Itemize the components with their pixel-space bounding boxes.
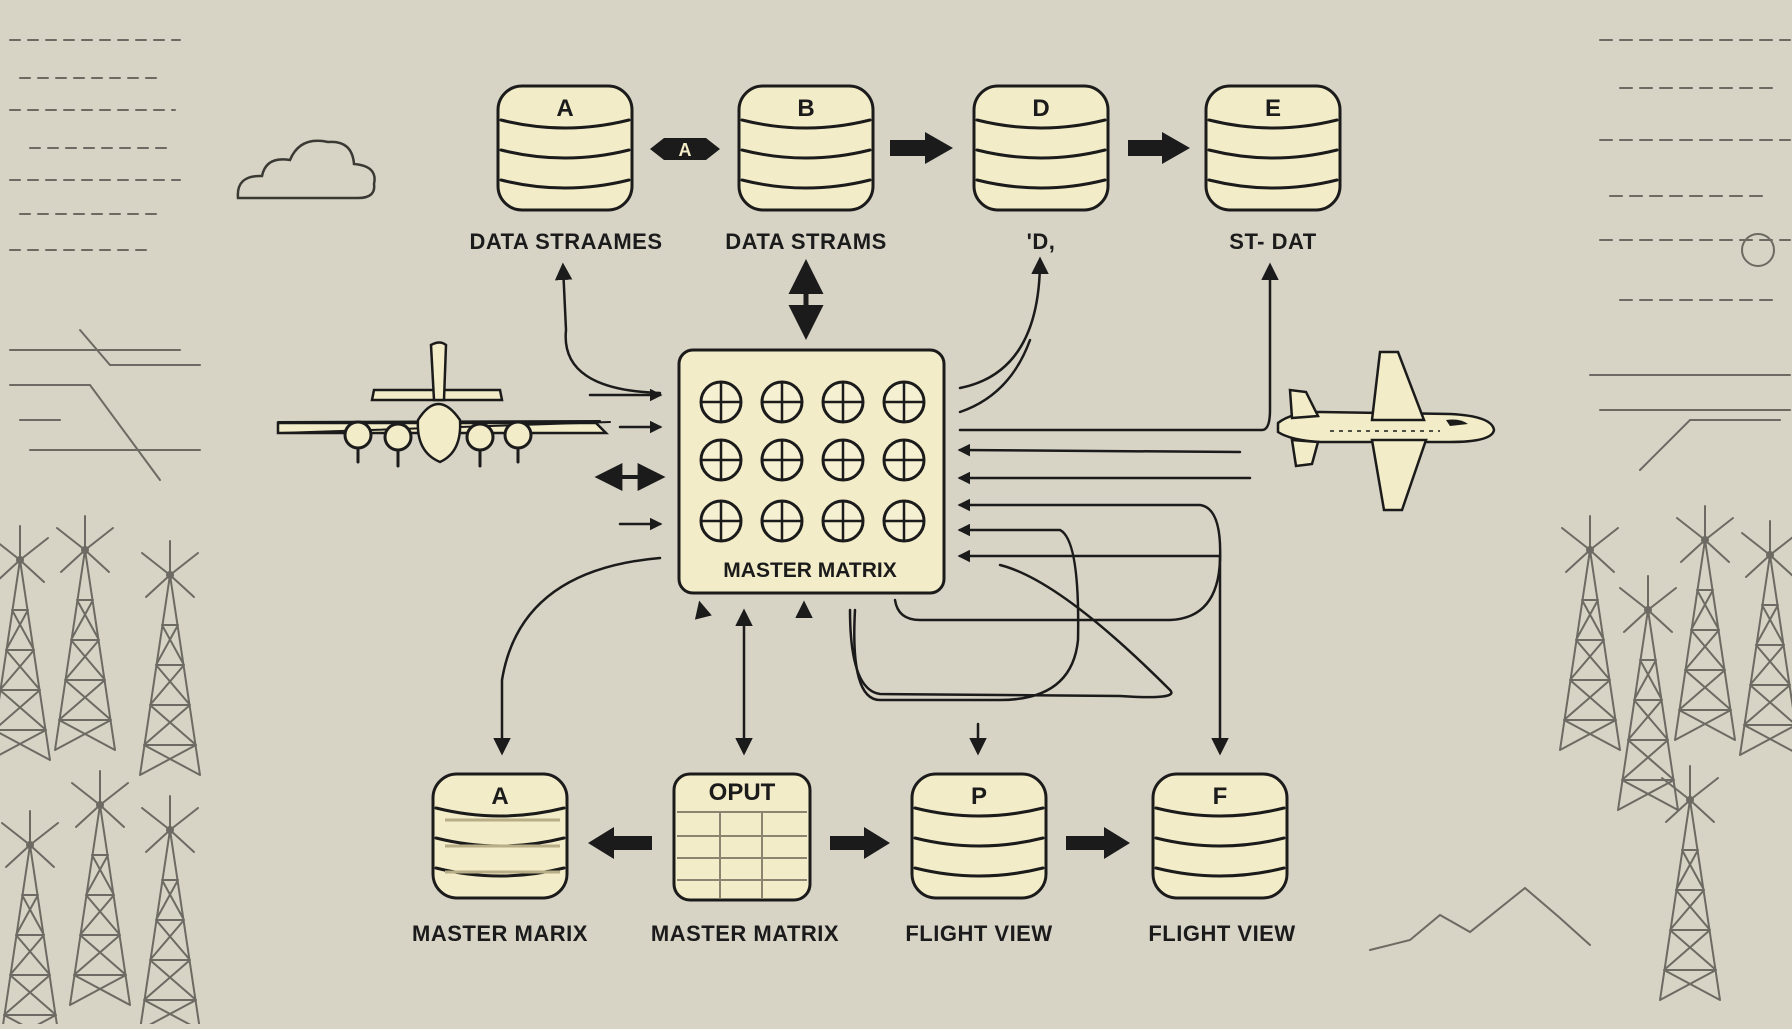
left-margin-sketches (0, 39, 201, 1029)
left-towers (0, 515, 201, 776)
table-node-output: OPUT MASTER MATRIX (651, 772, 839, 946)
matrix-label: MASTER MATRIX (723, 559, 896, 582)
node-caption: ST- DAT (1229, 229, 1316, 254)
top-connectors: A (650, 132, 1190, 164)
arrow-d-e (1128, 132, 1190, 164)
node-letter: D (1032, 95, 1049, 122)
arrow-label: A (679, 140, 692, 160)
node-caption: FLIGHT VIEW (905, 921, 1052, 946)
node-caption: 'D, (1027, 229, 1056, 254)
node-letter: P (971, 783, 987, 810)
propeller-airplane-icon (276, 341, 611, 468)
arrow-b-d (890, 132, 953, 164)
mountain-icon (1369, 886, 1591, 951)
right-margin-sketches (1369, 39, 1792, 1001)
node-caption: DATA STRAMS (725, 229, 887, 254)
node-caption: DATA STRAAMES (469, 229, 662, 254)
double-arrow-a-b: A (650, 138, 720, 160)
node-letter: OPUT (709, 779, 776, 806)
jet-airplane-icon (1276, 350, 1496, 512)
node-letter: A (556, 95, 573, 122)
node-caption: FLIGHT VIEW (1148, 921, 1295, 946)
database-node-a: A DATA STRAAMES (469, 84, 662, 254)
database-node-b: B DATA STRAMS (725, 84, 887, 254)
database-node-d: D 'D, (972, 84, 1110, 254)
database-node-e: E ST- DAT (1204, 84, 1342, 254)
node-letter: A (491, 783, 508, 810)
arrow-p-to-f (1066, 827, 1130, 859)
node-caption: MASTER MARIX (412, 921, 588, 946)
node-caption: MASTER MATRIX (651, 921, 839, 946)
transmission-tower-icon (1559, 505, 1792, 811)
node-letter: F (1213, 783, 1228, 810)
database-node-p: P FLIGHT VIEW (905, 772, 1052, 946)
top-row: A DATA STRAAMES B DATA STRAMS D 'D, E ST… (469, 84, 1342, 254)
bottom-row: A MASTER MARIX OPUT MASTER MATRIX P FLIG… (412, 772, 1295, 946)
node-letter: E (1265, 95, 1281, 122)
arrow-output-to-a (588, 827, 652, 859)
arrow-output-to-p (830, 827, 890, 859)
master-matrix: MASTER MATRIX (677, 348, 946, 595)
database-node-a-bottom: A MASTER MARIX (412, 772, 588, 946)
node-letter: B (797, 95, 814, 122)
flow-lines (493, 256, 1279, 756)
cloud-icon (236, 139, 376, 200)
bottom-connectors (588, 827, 1130, 859)
wind-turbine-icon (0, 770, 201, 1029)
database-node-f: F FLIGHT VIEW (1148, 772, 1295, 946)
